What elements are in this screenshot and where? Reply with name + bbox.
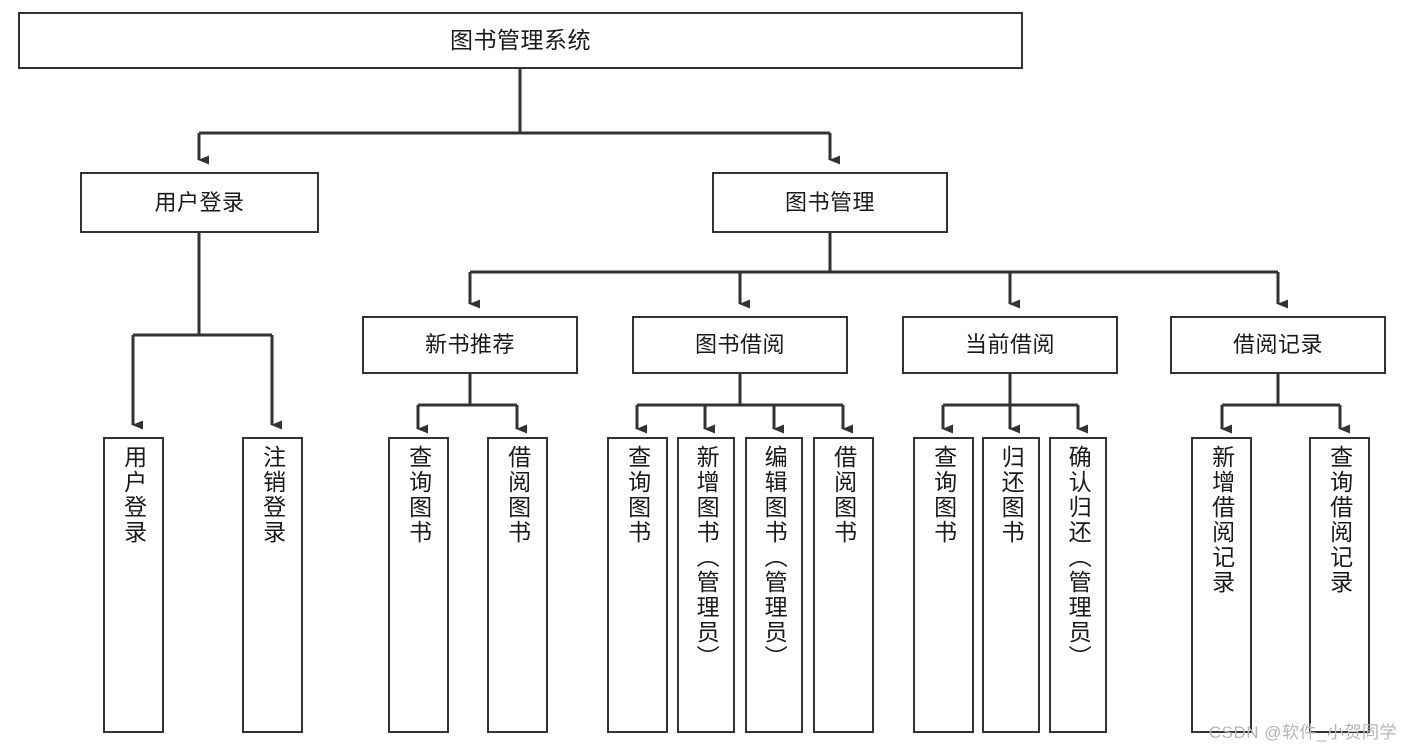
node-label: 图书管理系统	[450, 26, 591, 53]
node-leaf-query-record[interactable]: 查询借阅记录	[1309, 437, 1370, 733]
node-leaf-return-book[interactable]: 归还图书	[982, 437, 1040, 733]
node-leaf-query-book-2[interactable]: 查询图书	[607, 437, 668, 733]
watermark-text: CSDN @软件_小贺同学	[1208, 723, 1397, 742]
node-label: 查询图书	[930, 445, 957, 545]
node-leaf-confirm-return[interactable]: 确认归还（管理员）	[1049, 437, 1107, 733]
node-book-borrow[interactable]: 图书借阅	[632, 316, 848, 374]
node-label: 图书管理	[784, 189, 875, 215]
node-current-borrow[interactable]: 当前借阅	[902, 316, 1118, 374]
node-leaf-edit-book[interactable]: 编辑图书（管理员）	[745, 437, 803, 733]
node-leaf-add-book[interactable]: 新增图书（管理员）	[677, 437, 735, 733]
node-label: 编辑图书（管理员）	[761, 445, 788, 670]
node-label: 用户登录	[120, 445, 147, 545]
node-label: 图书借阅	[694, 332, 785, 358]
node-label: 当前借阅	[964, 332, 1055, 358]
node-borrow-record[interactable]: 借阅记录	[1170, 316, 1386, 374]
node-user-login[interactable]: 用户登录	[80, 172, 319, 233]
node-leaf-add-record[interactable]: 新增借阅记录	[1191, 437, 1252, 733]
node-label: 借阅图书	[504, 445, 531, 545]
node-label: 借阅记录	[1232, 332, 1323, 358]
node-leaf-borrow-book-2[interactable]: 借阅图书	[813, 437, 874, 733]
node-label: 新增借阅记录	[1208, 445, 1235, 595]
node-label: 用户登录	[154, 189, 245, 215]
node-label: 新增图书（管理员）	[693, 445, 720, 670]
node-leaf-user-login[interactable]: 用户登录	[103, 437, 164, 733]
node-label: 归还图书	[998, 445, 1025, 545]
node-leaf-user-logout[interactable]: 注销登录	[242, 437, 303, 733]
node-leaf-query-book-1[interactable]: 查询图书	[388, 437, 449, 733]
node-leaf-borrow-book-1[interactable]: 借阅图书	[487, 437, 548, 733]
node-label: 新书推荐	[424, 332, 515, 358]
node-label: 查询借阅记录	[1326, 445, 1353, 595]
node-label: 确认归还（管理员）	[1065, 445, 1092, 670]
node-label: 注销登录	[259, 445, 286, 545]
node-root-system[interactable]: 图书管理系统	[18, 12, 1023, 69]
node-label: 查询图书	[405, 445, 432, 545]
node-label: 借阅图书	[830, 445, 857, 545]
node-book-manage[interactable]: 图书管理	[712, 172, 948, 233]
node-label: 查询图书	[624, 445, 651, 545]
node-new-book-rec[interactable]: 新书推荐	[362, 316, 578, 374]
node-leaf-query-book-3[interactable]: 查询图书	[913, 437, 974, 733]
